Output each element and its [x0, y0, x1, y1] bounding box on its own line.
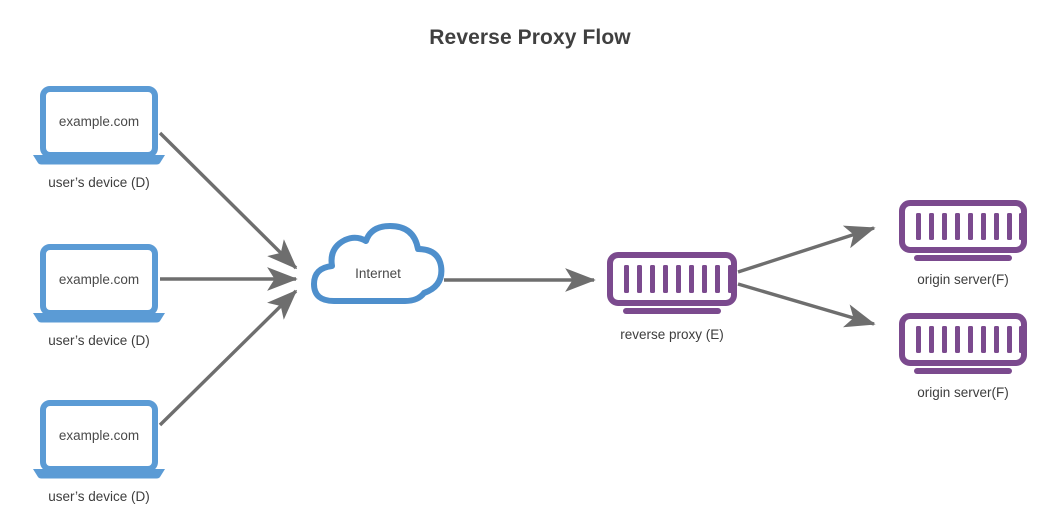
arrow-proxy-to-origin2 — [737, 282, 876, 328]
origin-server-2-label: origin server(F) — [917, 385, 1009, 400]
reverse-proxy-icon — [607, 252, 737, 314]
device-1-label: user’s device (D) — [48, 175, 150, 190]
user-device-1-icon — [33, 86, 165, 165]
page-title: Reverse Proxy Flow — [429, 26, 631, 49]
device-3-screen-text: example.com — [58, 428, 140, 443]
origin-server-1-icon — [899, 200, 1027, 261]
origin-server-1-label: origin server(F) — [917, 272, 1009, 287]
device-1-screen-text: example.com — [58, 114, 140, 129]
user-device-2-icon — [33, 244, 165, 323]
origin-server-2-icon — [899, 313, 1027, 374]
device-2-screen-text: example.com — [58, 272, 140, 287]
arrow-device3-to-internet — [158, 289, 298, 427]
user-device-3-icon — [33, 400, 165, 479]
internet-cloud-label: Internet — [355, 266, 401, 281]
device-2-label: user’s device (D) — [48, 333, 150, 348]
device-3-label: user’s device (D) — [48, 489, 150, 504]
arrow-device1-to-internet — [158, 131, 298, 270]
internet-cloud-icon — [311, 223, 445, 304]
arrow-proxy-to-origin1 — [737, 225, 876, 274]
reverse-proxy-label: reverse proxy (E) — [620, 327, 724, 342]
